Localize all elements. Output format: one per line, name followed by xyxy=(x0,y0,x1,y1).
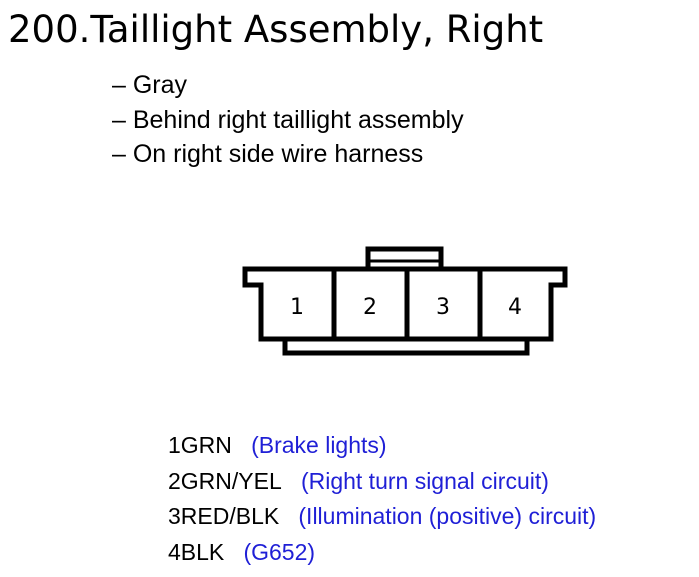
connector-housing-outline xyxy=(242,266,568,356)
cavity-number-3: 3 xyxy=(436,295,450,320)
connector-details-list: – Gray – Behind right taillight assembly… xyxy=(112,68,464,172)
pinout-row: 4BLK (G652) xyxy=(168,535,596,571)
detail-harness: – On right side wire harness xyxy=(112,140,424,168)
pin-circuit: (Illumination (positive) circuit) xyxy=(298,503,597,529)
cavity-number-1: 1 xyxy=(290,295,304,320)
detail-location: – Behind right taillight assembly xyxy=(112,105,464,134)
connector-lock-tab xyxy=(365,246,444,269)
pin-circuit: (Brake lights) xyxy=(251,432,387,458)
pin-wire: 4BLK xyxy=(168,538,225,565)
page-title: 200.Taillight Assembly, Right xyxy=(8,8,544,51)
detail-color: – Gray xyxy=(112,71,188,99)
pin-wire: 2GRN/YEL xyxy=(168,467,282,494)
pin-circuit: (G652) xyxy=(243,538,316,565)
cavity-number-2: 2 xyxy=(363,295,377,320)
pinout-row: 3RED/BLK (Illumination (positive) circui… xyxy=(168,499,596,535)
pin-wire: 1GRN xyxy=(168,432,232,458)
pinout-list: 1GRN (Brake lights) 2GRN/YEL (Right turn… xyxy=(168,428,596,570)
pinout-row: 1GRN (Brake lights) xyxy=(168,428,596,464)
pin-wire: 3RED/BLK xyxy=(168,503,280,529)
cavity-number-4: 4 xyxy=(508,295,522,320)
pin-circuit: (Right turn signal circuit) xyxy=(300,467,549,494)
pinout-row: 2GRN/YEL (Right turn signal circuit) xyxy=(168,464,596,500)
